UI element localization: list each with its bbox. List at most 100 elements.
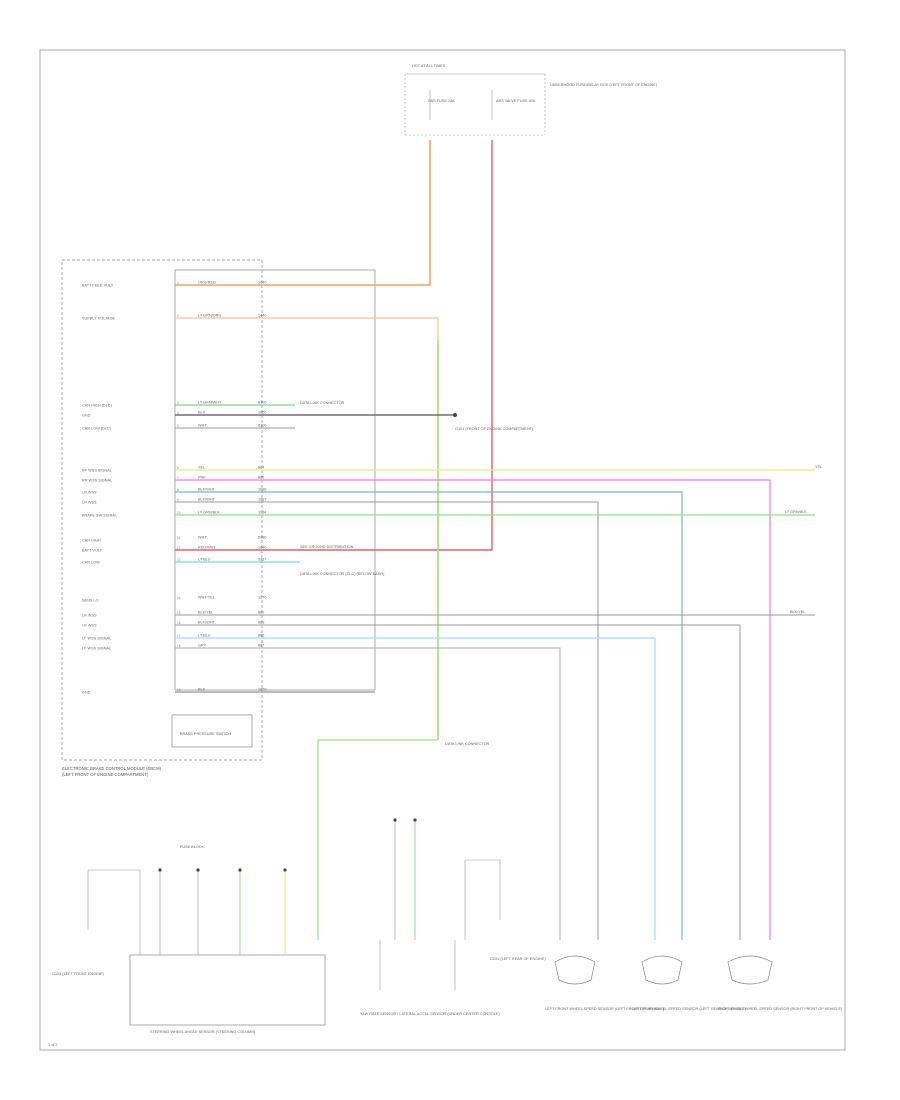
circuit-number: 1850 [258, 688, 266, 692]
fuse-block: HOT AT ALL TIMES ABS FUSE 20A ABS VALVE … [404, 64, 658, 136]
wire-color-label: BLK/WHT [198, 498, 216, 502]
pin-number: 17 [177, 634, 181, 638]
circuit-number: 6105 [258, 401, 266, 405]
pin-number: 13 [177, 558, 181, 562]
pin-label: CAN HIGH [82, 539, 101, 543]
pin-number: 10 [177, 511, 181, 515]
ground-g201: G201 (LEFT REAR OF ENGINE) [490, 957, 546, 961]
wire-color-label: BLK/YEL [198, 611, 213, 615]
circuit-number: 886 [258, 634, 264, 638]
circuit-number: 5986 [258, 536, 266, 540]
diagram-frame [39, 49, 846, 1051]
pin-label: LR WSS [82, 624, 97, 628]
module-title: ELECTRONIC BRAKE CONTROL MODULE (EBCM) [62, 766, 162, 771]
ebcm-module-outline [61, 259, 263, 761]
pin-label: BATT VOLT [82, 549, 103, 553]
data-link-ref: DATA LINK CONNECTOR [300, 401, 345, 405]
pin-number: 16 [177, 621, 181, 625]
pin-label: CAN HIGH (DLC) [82, 404, 112, 408]
pin-number: 14 [177, 596, 181, 600]
brake-pressure-switch-box [171, 714, 253, 748]
wire-teal [175, 491, 683, 940]
pin-label: GND [82, 414, 91, 418]
pin-number: 6 [177, 466, 179, 470]
pin-label: BATT FEED VOLT [82, 284, 114, 288]
yaw-sensor-label: YAW RATE SENSOR / LATERAL ACCEL SENSOR (… [360, 1012, 500, 1016]
pin-number: 11 [177, 536, 181, 540]
pin-number: 8 [177, 488, 179, 492]
wire-color-label: WHT [198, 536, 207, 540]
rf-wss: RIGHT FRONT WHEEL SPEED SENSOR (RIGHT FR… [718, 955, 843, 1011]
circuit-number: 5987 [258, 558, 266, 562]
circuit-number: 1840 [258, 546, 266, 550]
offpage-yel: YEL [815, 465, 822, 469]
wire-supply-voltage [175, 317, 439, 340]
wire-color-label: GRY [198, 644, 207, 648]
circuit-number: 1686 [258, 488, 266, 492]
fuse2-label: ABS VALVE FUSE 40A [496, 99, 536, 103]
pin-number: 2 [177, 314, 179, 318]
wire-steering-feed [317, 739, 438, 940]
pin-label: SENS LO [82, 599, 99, 603]
circuit-number: 883 [258, 621, 264, 625]
wire-color-label: LT GRN/ORG [198, 314, 221, 318]
pin-label: CAN LOW [82, 561, 100, 565]
wire-color-label: ORG/RED [198, 281, 216, 285]
circuit-number: 1134 [258, 511, 266, 515]
pin-number: 5 [177, 424, 179, 428]
wire-color-label: YEL [198, 466, 205, 470]
pin-label: LR WSS [82, 501, 97, 505]
pin-label: CAN LOW (DLC) [82, 427, 112, 431]
wire-color-label: BLK/WHT [198, 488, 216, 492]
pin-number: 15 [177, 611, 181, 615]
circuit-number: 882 [258, 611, 264, 615]
steering-sensor-box [129, 954, 326, 1026]
wire-color-label: LT GRN/BLK [198, 511, 220, 515]
fuse-block-caption: UNDERHOOD FUSE/RELAY BOX (LEFT FRONT OF … [550, 83, 658, 87]
pin-label: RF WSS SIGNAL [82, 469, 112, 473]
fuse1-label: ABS FUSE 20A [428, 99, 455, 103]
wire-color-label: PNK [198, 476, 206, 480]
wire-batt-volt [175, 140, 493, 551]
circuit-number: 1687 [258, 498, 266, 502]
wire-color-label: LT BLU [198, 558, 211, 562]
pin-number: 12 [177, 546, 181, 550]
lr-wss: LEFT REAR WHEEL SPEED SENSOR (LEFT REAR … [632, 955, 747, 1011]
wire-color-label: LT BLU [198, 634, 211, 638]
pin-label: LF WSS SIGNAL [82, 647, 111, 651]
ground-point-ref: G101 (FRONT OF ENGINE COMPARTMENT) [455, 427, 534, 431]
pin-number: 9 [177, 498, 179, 502]
pin-label: LF WSS SIGNAL [82, 637, 111, 641]
circuit-number: 1276 [258, 596, 266, 600]
wire-grey-3 [175, 647, 561, 940]
pin-number: 1 [177, 281, 179, 285]
wire-color-label: BLK [198, 688, 206, 692]
wire-color-label: LT GRN/WHT [198, 401, 222, 405]
pin-label: RR WSS SIGNAL [82, 479, 112, 483]
pin-label: LR WSS [82, 614, 97, 618]
rf-wss-label: RIGHT FRONT WHEEL SPEED SENSOR (RIGHT FR… [718, 1007, 843, 1011]
wire-color-label: RED/WHT [198, 546, 216, 550]
offpage-blkyel: BLK/YEL [790, 610, 805, 614]
circuit-number: 1850 [258, 411, 266, 415]
module-subtitle: (LEFT FRONT OF ENGINE COMPARTMENT) [62, 772, 149, 777]
wire-grey-1 [175, 501, 599, 940]
lf-wss: LEFT FRONT WHEEL SPEED SENSOR (LEFT FRON… [545, 955, 665, 1011]
wire-pink [175, 479, 771, 940]
pin-label: SUPPLY VOLTAGE [82, 317, 116, 321]
pin-number: 7 [177, 476, 179, 480]
wire-color-label: BLK/WHT [198, 621, 216, 625]
steering-sensor-label: STEERING WHEEL ANGLE SENSOR (STEERING CO… [150, 1030, 256, 1034]
wire-batt-feed [175, 140, 431, 286]
fuse-block-title: HOT AT ALL TIMES [412, 64, 446, 68]
pin-number: 3 [177, 401, 179, 405]
pin-label: LR WSS [82, 491, 97, 495]
pin-number: 18 [177, 644, 181, 648]
g-ref: SEE GROUND DISTRIBUTION [300, 545, 354, 549]
wire-color-label: BLK [198, 411, 206, 415]
wire-lt-blue-2 [175, 637, 656, 940]
circuit-number: 6106 [258, 424, 266, 428]
lf-wss-label: LEFT FRONT WHEEL SPEED SENSOR (LEFT FRON… [545, 1007, 665, 1011]
page-number: 1 of 2 [48, 1043, 58, 1047]
